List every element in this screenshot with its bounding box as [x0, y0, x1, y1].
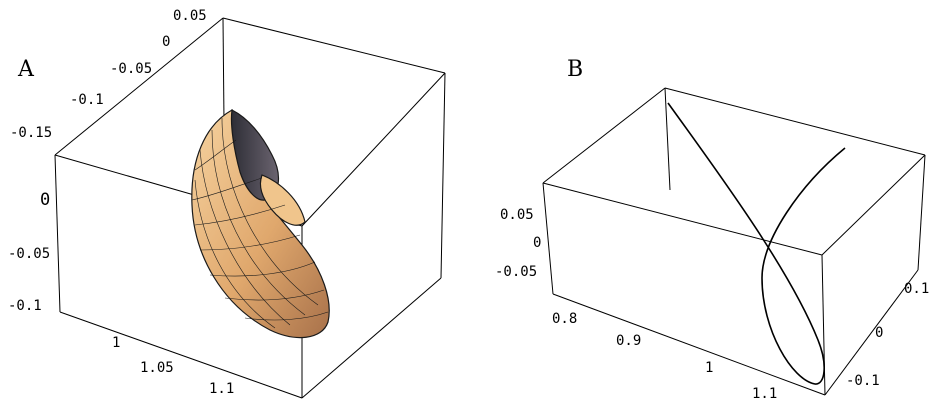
- tick-label: 0: [533, 235, 541, 251]
- mesh-line: [194, 139, 237, 171]
- mesh-line: [209, 261, 316, 277]
- panel-b: B 0.05 0 -0.05 0.8 0.9 1 1.1: [495, 57, 929, 402]
- mesh-line: [244, 311, 329, 321]
- box-edge: [301, 277, 442, 399]
- tick-label: -0.1: [8, 298, 42, 314]
- tick-label: 0.8: [552, 311, 577, 327]
- tick-label: -0.05: [8, 246, 50, 262]
- surface-inner-fold: [259, 174, 306, 226]
- box-edge: [301, 72, 446, 227]
- mesh-line: [199, 234, 301, 251]
- box-edge: [542, 182, 554, 295]
- box-edge: [222, 17, 446, 74]
- tick-label: -0.1: [846, 373, 880, 389]
- panel-a: A: [8, 8, 446, 399]
- tick-label: 0: [40, 190, 50, 210]
- mesh-line: [211, 129, 306, 316]
- tick-label: -0.1: [70, 92, 104, 108]
- mesh-line: [191, 177, 263, 201]
- tick-label: 0.9: [616, 333, 641, 349]
- box-edge: [542, 87, 666, 184]
- tick-label: -0.05: [110, 61, 152, 77]
- tick-label: -0.15: [10, 125, 52, 141]
- box-edge: [664, 87, 926, 156]
- tick-label: 1.1: [209, 381, 234, 397]
- box-edge: [54, 17, 224, 156]
- panel-b-box: [542, 87, 926, 396]
- panel-b-ticks-left: 0.05 0 -0.05: [495, 207, 541, 280]
- box-edge: [440, 72, 446, 279]
- box-edge: [552, 293, 826, 396]
- panel-a-label: A: [17, 57, 35, 82]
- tick-label: 0: [875, 325, 883, 341]
- tick-label: 0.05: [500, 207, 534, 223]
- mesh-line: [199, 149, 291, 326]
- mesh-line: [194, 179, 276, 329]
- panel-b-ticks-right: 0.1 0 -0.1: [846, 281, 929, 389]
- tick-label: 0.05: [173, 8, 207, 24]
- tick-label: 0: [162, 34, 170, 50]
- mesh-line: [224, 289, 325, 301]
- tick-label: 1: [112, 335, 120, 351]
- panel-a-ticks-bottom: 1 1.05 1.1: [112, 335, 234, 397]
- panel-b-label: B: [567, 57, 583, 82]
- box-edge: [824, 269, 919, 396]
- panel-b-ticks-bottom: 0.8 0.9 1 1.1: [552, 311, 777, 402]
- box-edge: [917, 154, 926, 271]
- box-edge: [664, 87, 671, 191]
- panel-a-box: [54, 17, 446, 399]
- box-edge: [821, 154, 926, 256]
- mesh-line: [194, 204, 286, 226]
- tick-label: 1: [705, 360, 713, 376]
- panel-a-ticks-top: 0.05 0 -0.05 -0.1 -0.15: [10, 8, 207, 141]
- tick-label: -0.05: [495, 264, 537, 280]
- box-edge: [54, 154, 61, 313]
- tick-label: 1.05: [140, 360, 174, 376]
- box-edge: [542, 182, 823, 256]
- mesh-line: [221, 117, 319, 306]
- box-edge: [59, 311, 303, 399]
- panel-b-curve: [667, 102, 846, 385]
- panel-a-surface: [191, 108, 330, 339]
- panel-a-ticks-left: 0 -0.05 -0.1: [8, 190, 50, 314]
- tick-label: 0.1: [904, 281, 929, 297]
- tick-label: 1.1: [752, 386, 777, 402]
